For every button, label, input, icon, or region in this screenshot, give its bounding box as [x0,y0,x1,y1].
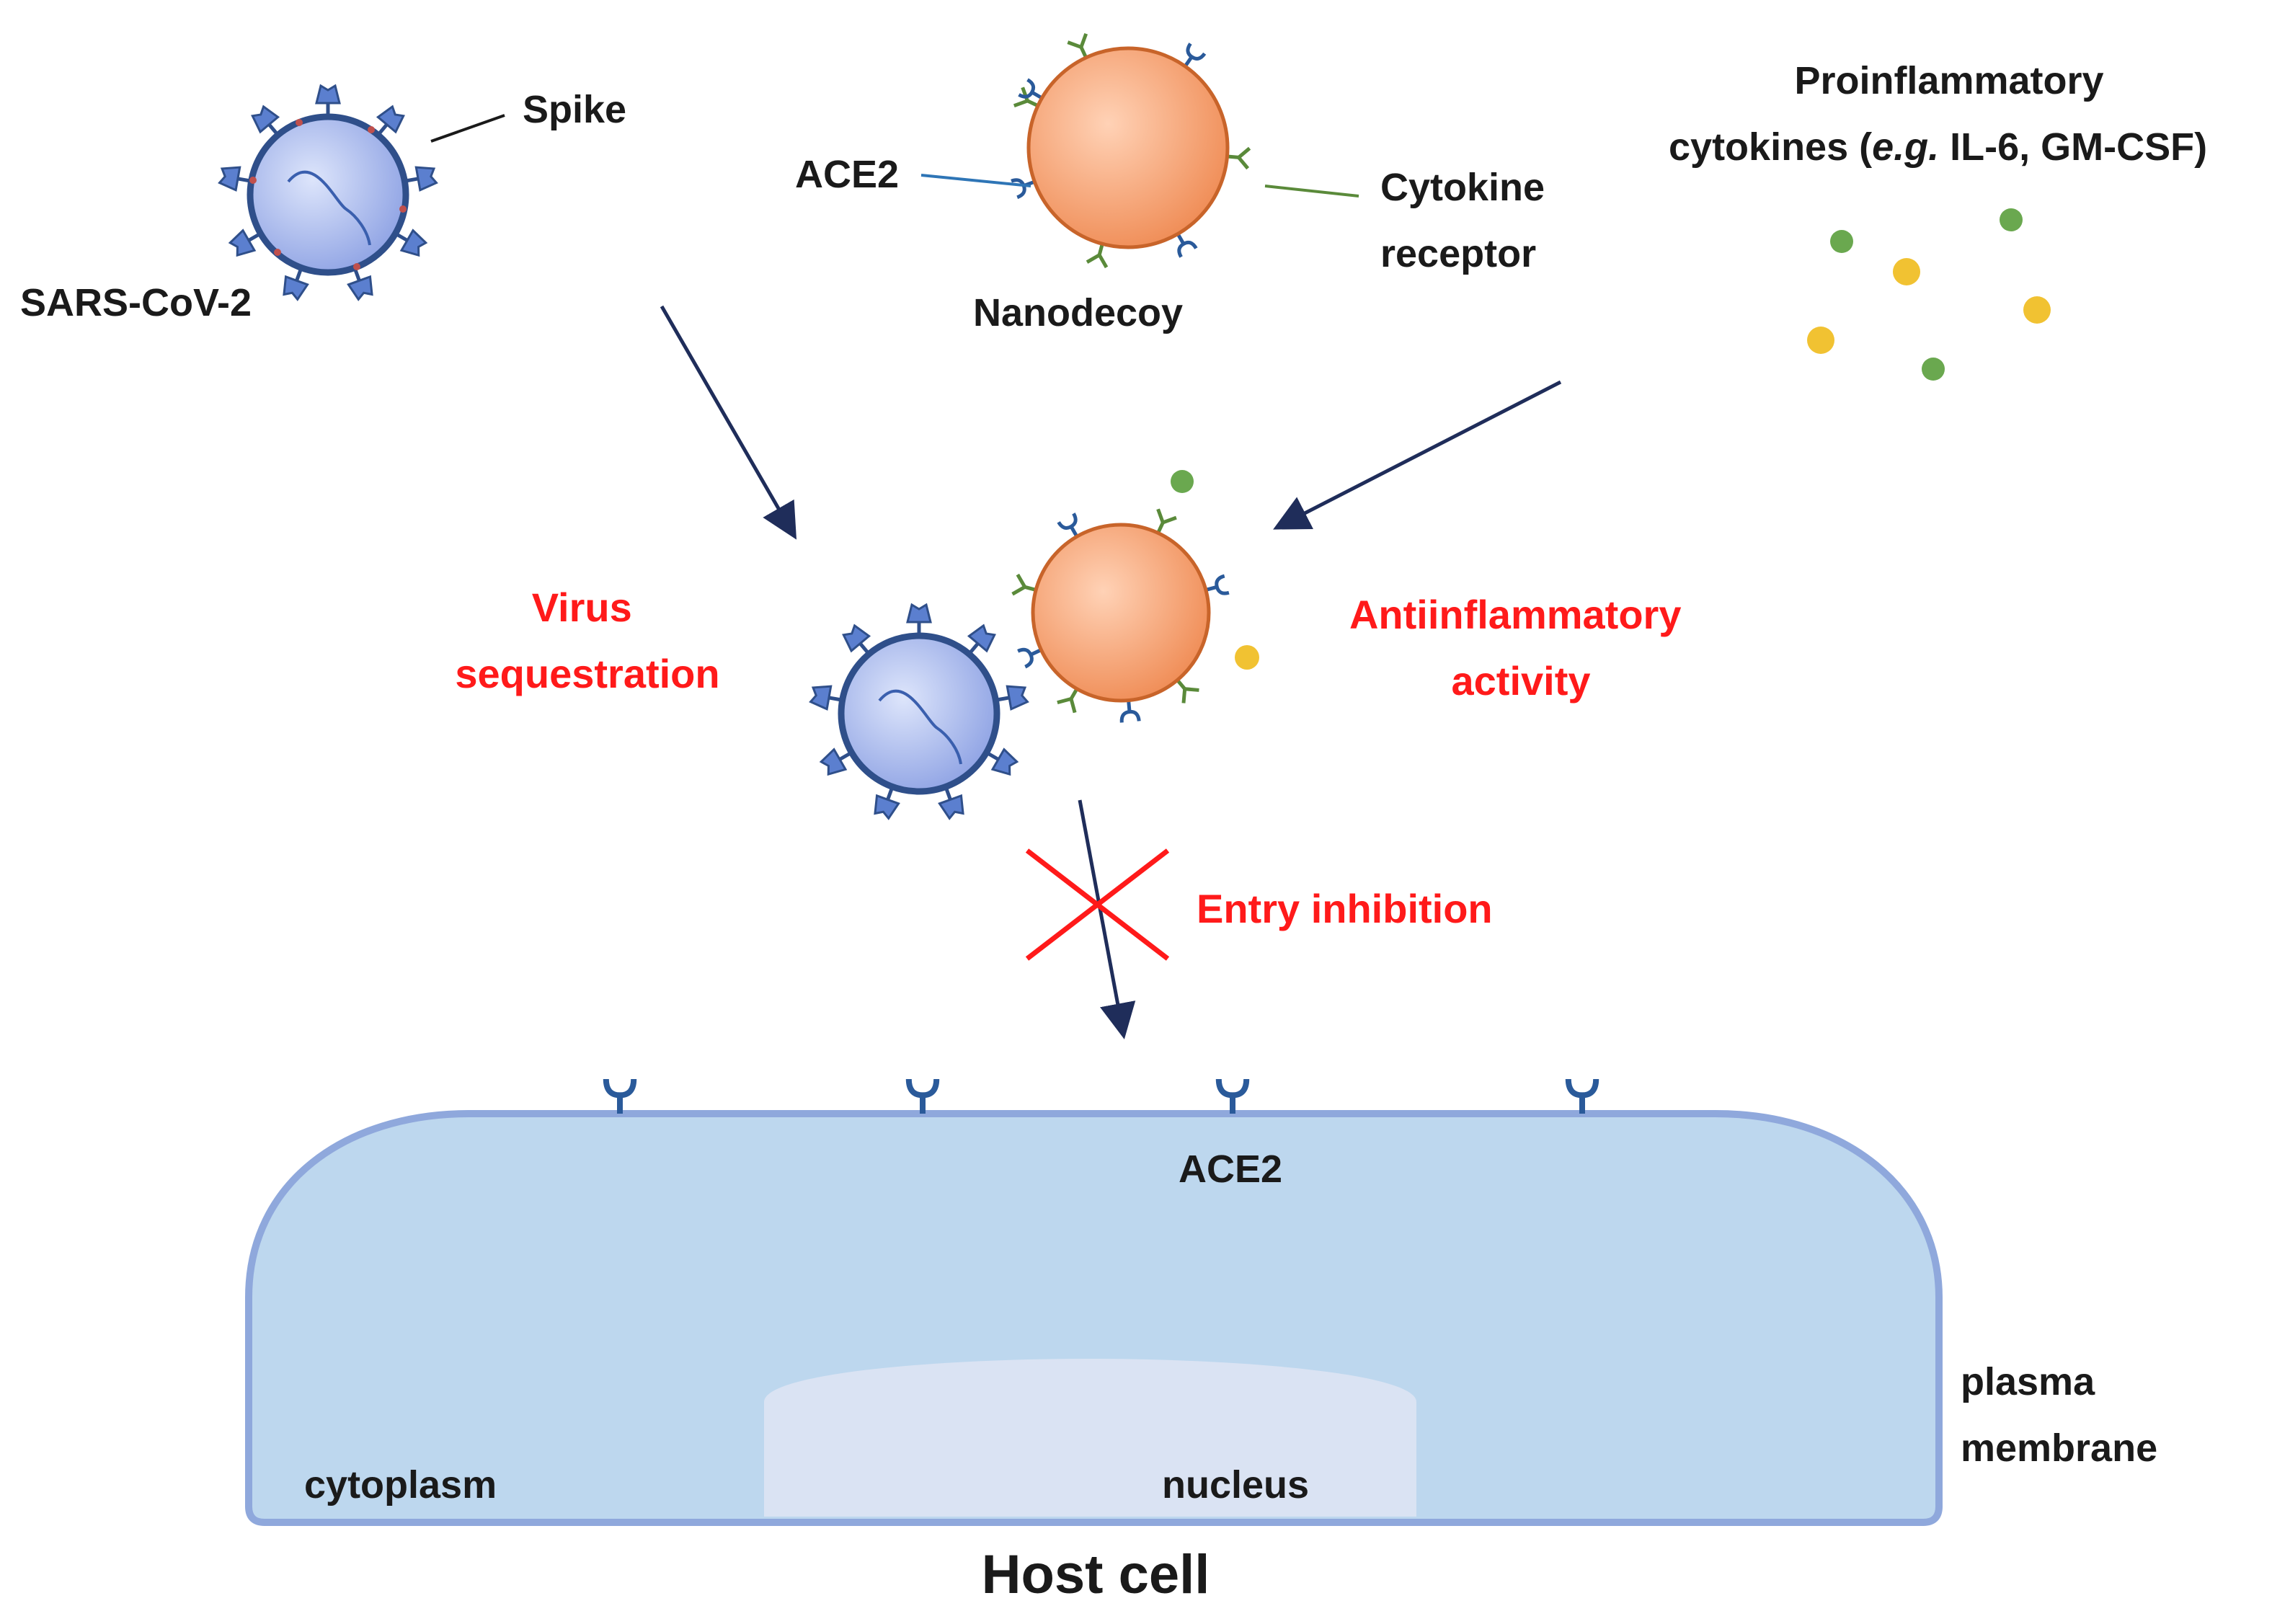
cytokine-green-particle [1830,230,1853,253]
cell-ace2-receptors [606,1079,1596,1114]
cytokine-particles [1807,208,2051,381]
inhibition-cross-icon [1025,848,1170,961]
proinflammatory-label-line2: cytokines (e.g. IL-6, GM-CSF) [1669,125,2207,169]
proinflammatory-line2-suffix: IL-6, GM-CSF) [1939,125,2207,169]
cell-ace2-receptor-icon [606,1079,634,1114]
bound-cytokine-green [1171,470,1194,493]
virus-sequestration-line2: sequestration [455,651,719,696]
proinflammatory-line1: Proinflammatory [1794,59,2103,102]
bound-cytokine-yellow [1235,645,1259,670]
spike-leader-line [430,114,505,143]
cell-ace2-receptor-icon [909,1079,936,1114]
arrow-cytokines-to-complex [1273,380,1562,530]
arrow-virus-to-complex [660,305,797,540]
nanodecoy-label: Nanodecoy [973,291,1183,334]
ace2-decoy-leader-line [920,174,1031,187]
cytokine-receptor-label: Cytokine receptor [1380,166,1556,275]
cytokine-green-particle [2000,208,2023,231]
arrow-complex-to-cell [1078,799,1136,1039]
bound-nanodecoy-icon [1013,509,1229,722]
antiinflammatory-line1: Antiinflammatory [1349,592,1682,637]
cytokine-green-particle [1922,358,1945,381]
cytokine-yellow-particle [1807,327,1834,354]
plasma-membrane-label: plasma membrane [1961,1360,2157,1470]
cytokine-receptor-line2: receptor [1380,232,1536,275]
proinflammatory-label: Proinflammatory [1794,59,2103,102]
cytokine-yellow-particle [2023,296,2051,324]
nanodecoy-icon [1011,34,1250,267]
cytokine-receptor-leader-line [1264,185,1359,198]
cell-ace2-receptor-icon [1219,1079,1246,1114]
antiinflammatory-line2: activity [1452,658,1591,704]
virus-sequestration-line1: Virus [532,585,632,630]
nucleus-label: nucleus [1162,1463,1309,1507]
host-cell-label: Host cell [982,1544,1210,1605]
plasma-membrane [245,1110,1943,1526]
plasma-membrane-line2: membrane [1961,1426,2157,1470]
entry-inhibition-label: Entry inhibition [1197,886,1493,931]
plasma-membrane-line1: plasma [1961,1360,2095,1403]
sars-cov-2-label: SARS-CoV-2 [20,281,252,324]
virus-sequestration-label: Virus sequestration [455,585,719,696]
host-cell [245,1079,1943,1526]
cytoplasm-label: cytoplasm [304,1463,497,1507]
cell-ace2-receptor-icon [1568,1079,1596,1114]
proinflammatory-line2-prefix: cytokines ( [1669,125,1872,169]
ace2-decoy-label: ACE2 [795,153,899,196]
proinflammatory-line2-italic: e.g. [1872,125,1939,169]
cytokine-receptor-line1: Cytokine [1380,166,1545,209]
antiinflammatory-label: Antiinflammatory activity [1349,592,1692,704]
cytokine-yellow-particle [1893,258,1920,285]
bound-virus-icon [810,605,1029,820]
sars-cov-2-virus-icon [219,86,438,301]
nucleus [764,1359,1416,1517]
cell-ace2-label: ACE2 [1179,1148,1282,1191]
spike-label: Spike [523,88,626,131]
